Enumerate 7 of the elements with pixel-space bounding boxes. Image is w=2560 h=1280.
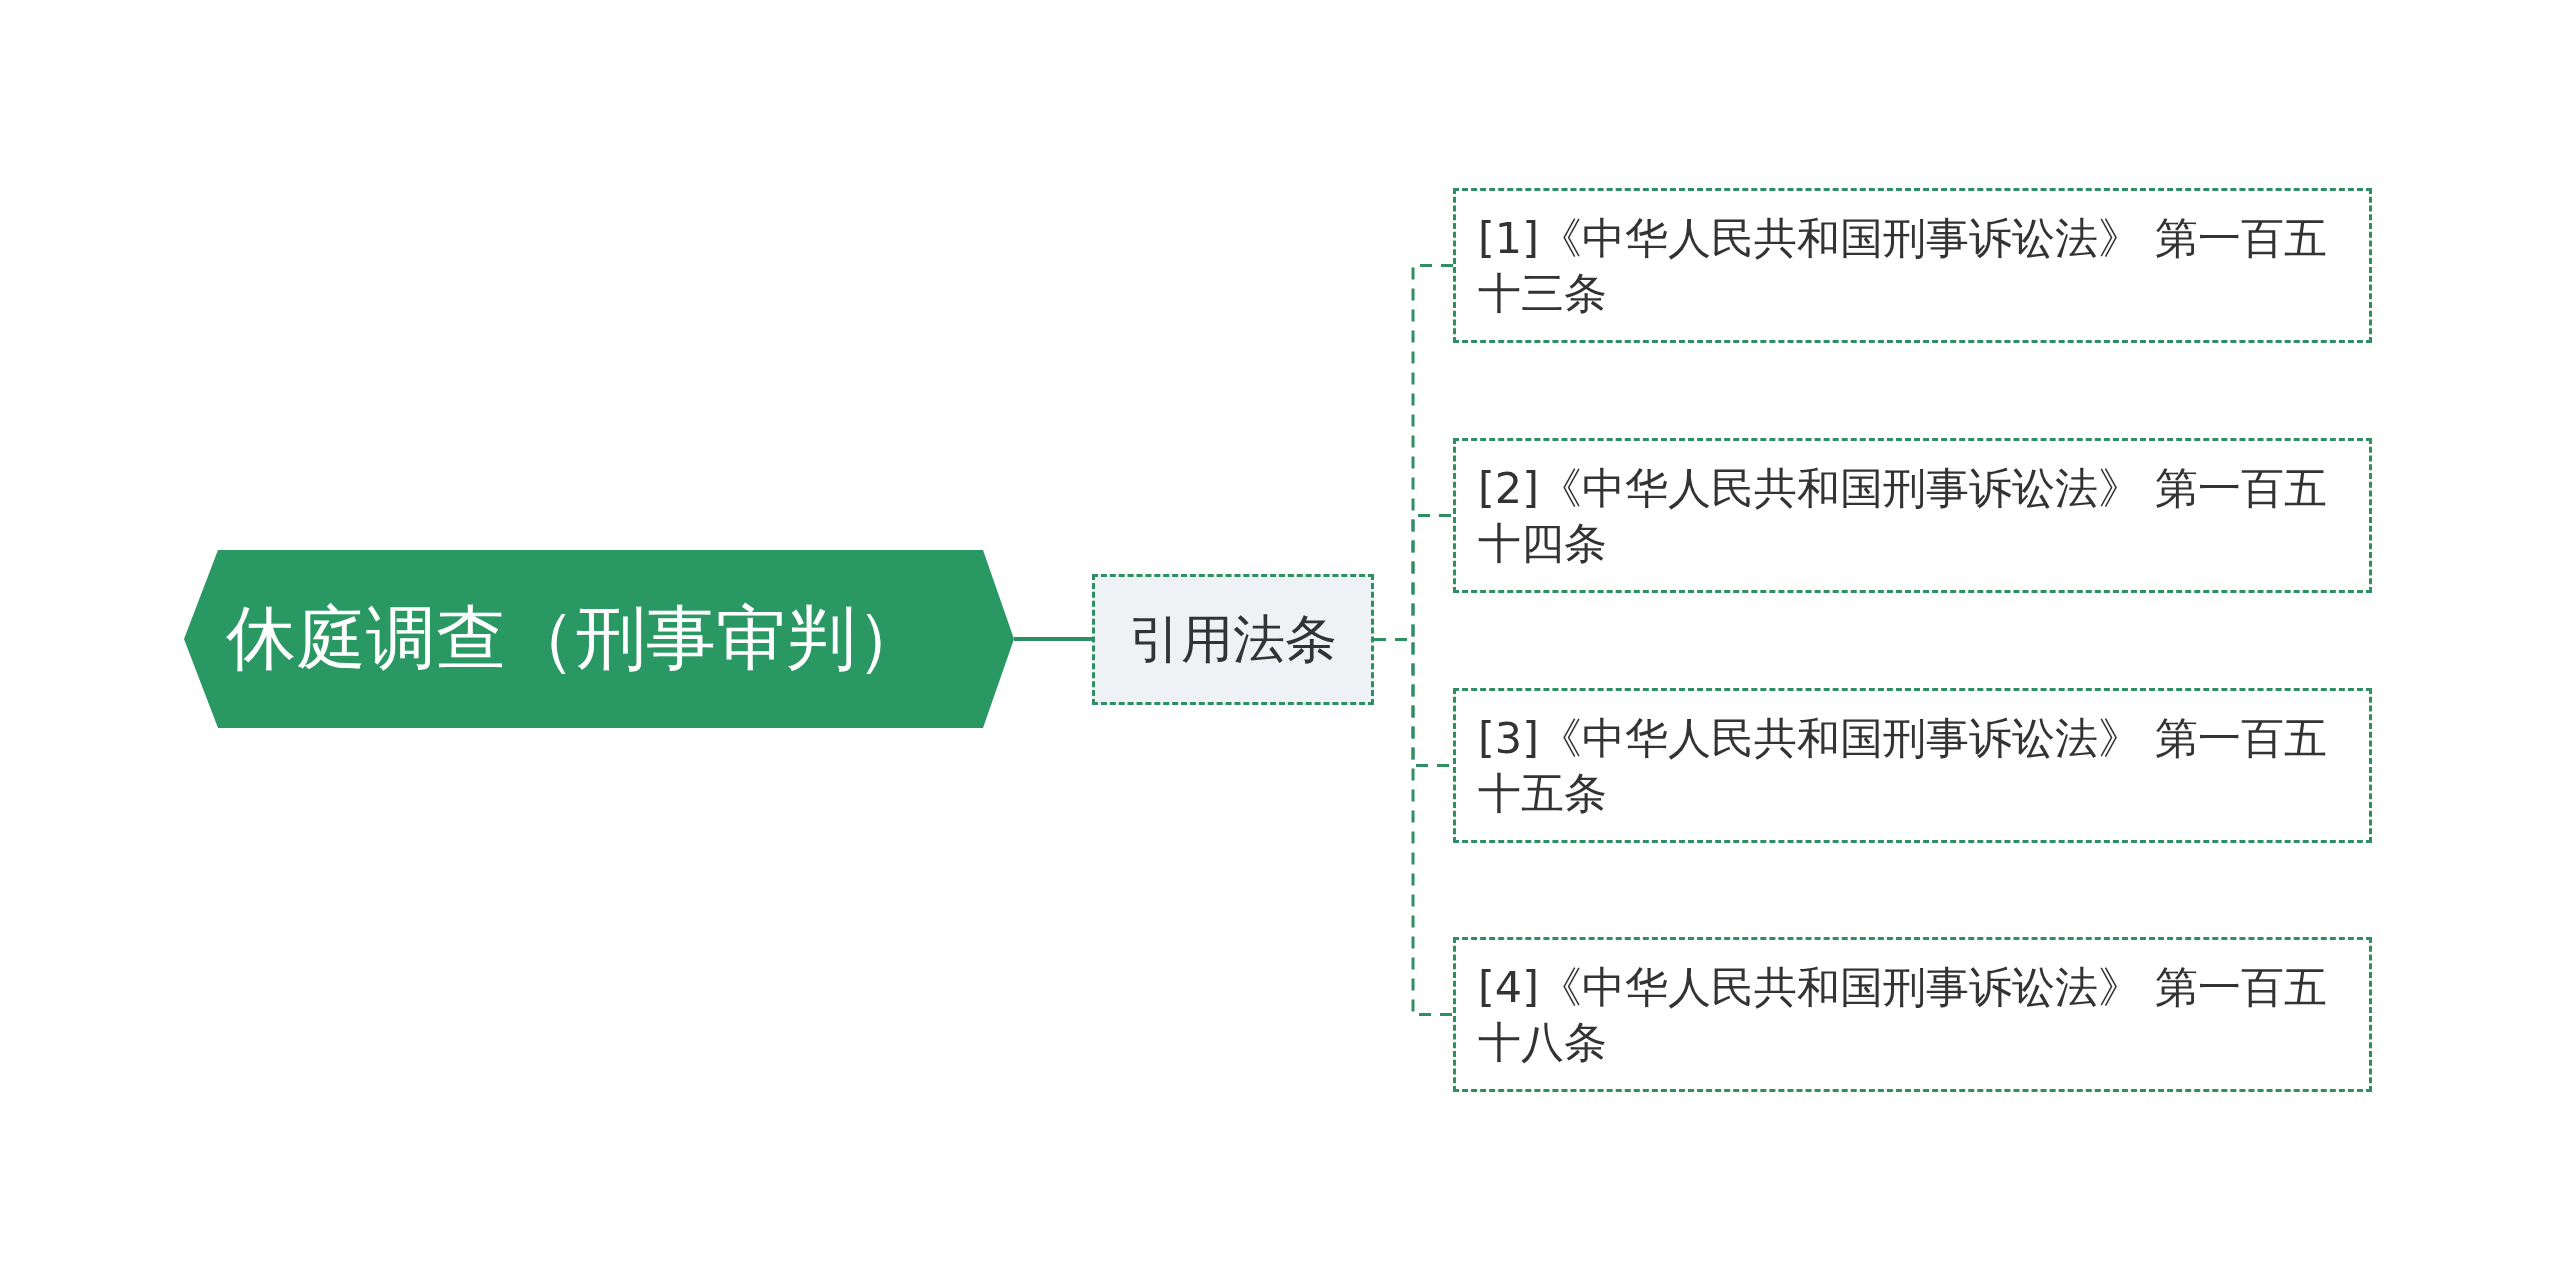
subtopic-box: 引用法条 [1092, 574, 1374, 705]
citation-box: [4]《中华人民共和国刑事诉讼法》 第一百五十八条 [1453, 937, 2372, 1092]
connector-line [1374, 638, 1453, 1016]
citation-box: [3]《中华人民共和国刑事诉讼法》 第一百五十五条 [1453, 688, 2372, 843]
citation-box: [2]《中华人民共和国刑事诉讼法》 第一百五十四条 [1453, 438, 2372, 593]
connector-line [1014, 637, 1092, 641]
citation-box: [1]《中华人民共和国刑事诉讼法》 第一百五十三条 [1453, 188, 2372, 343]
